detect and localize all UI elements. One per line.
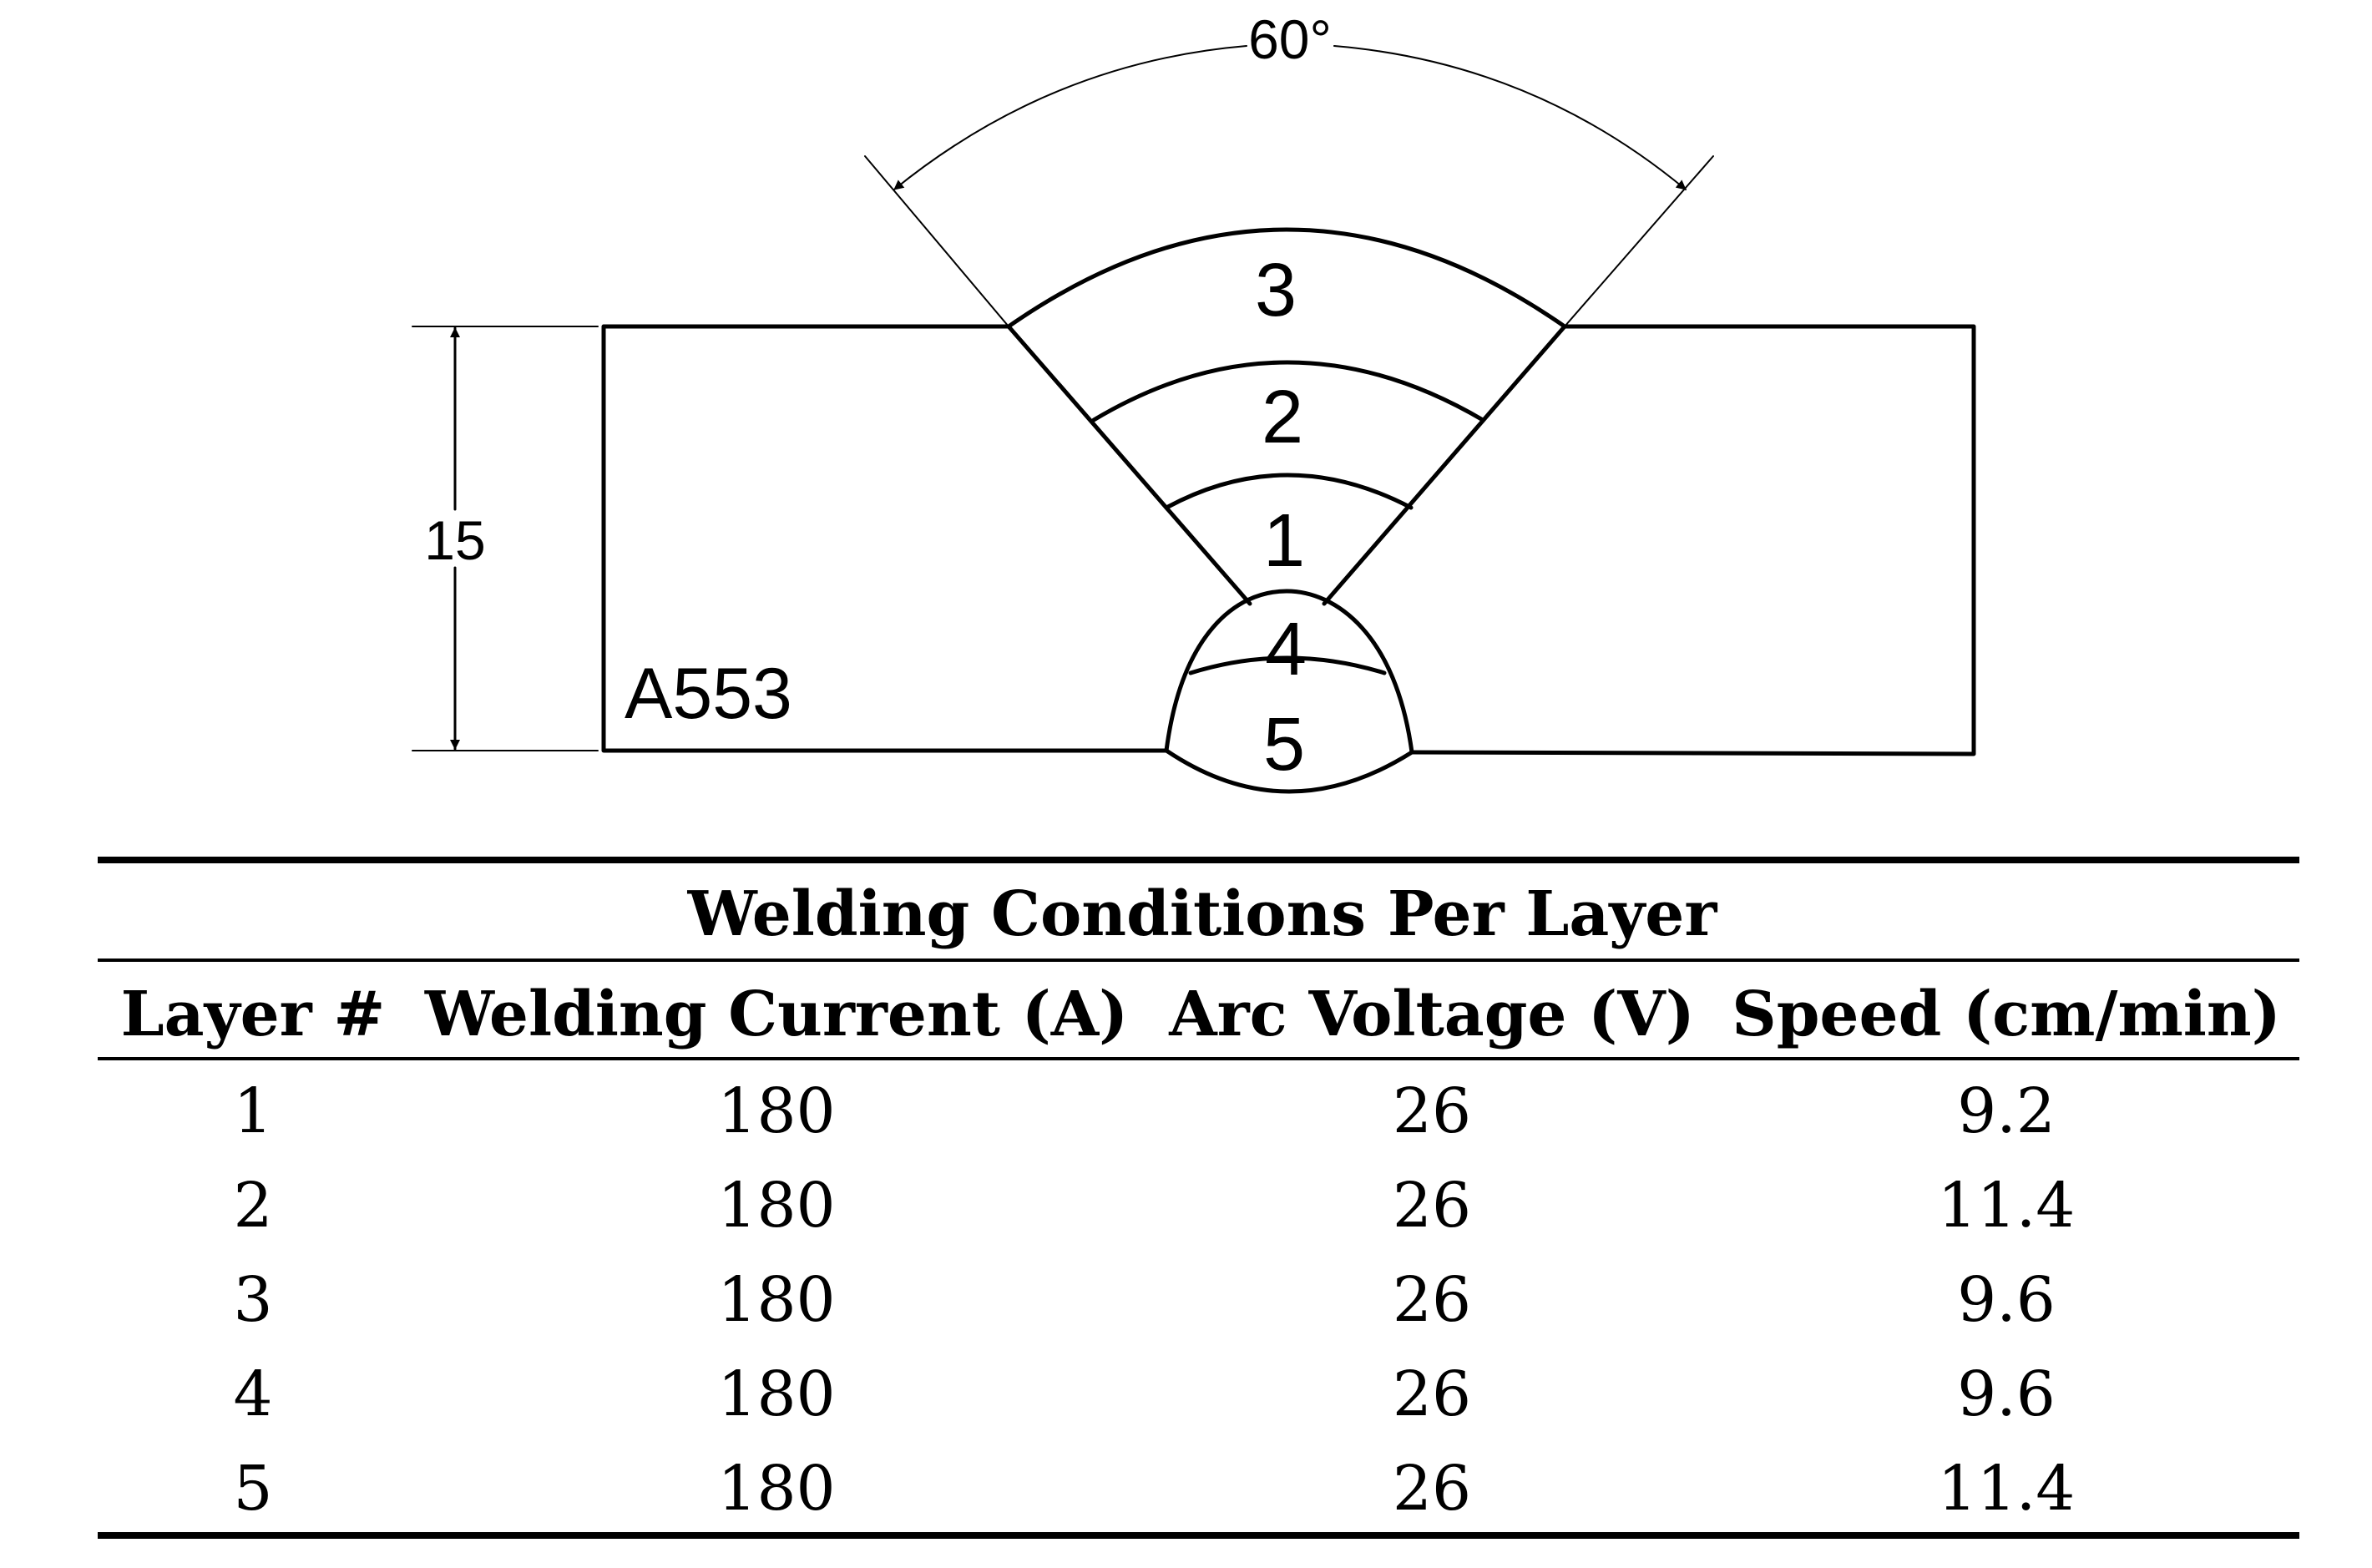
table-cell-layer: 4 <box>233 1358 272 1430</box>
angle-dimension-arc <box>893 45 1247 190</box>
table-cell-voltage: 26 <box>1393 1264 1471 1336</box>
table-cell-speed: 9.6 <box>1957 1358 2056 1430</box>
table-cell-speed: 9.2 <box>1957 1075 2056 1147</box>
weld-joint-diagram <box>412 45 1976 794</box>
pass-label-5: 5 <box>1263 703 1305 787</box>
table-row: 2 180 26 11.4 <box>233 1170 2075 1242</box>
table-cell-layer: 5 <box>233 1453 272 1525</box>
table-cell-layer: 1 <box>233 1075 272 1147</box>
angle-label: 60° <box>1248 8 1332 70</box>
table-cell-voltage: 26 <box>1393 1358 1471 1430</box>
pass-label-4: 4 <box>1265 608 1307 691</box>
table-cell-voltage: 26 <box>1393 1453 1471 1525</box>
groove-wall-right <box>1322 324 1567 606</box>
column-header: Speed (cm/min) <box>1732 979 2280 1050</box>
angle-extension-right <box>1564 155 1714 327</box>
angle-extension-left <box>864 155 1009 327</box>
pass-2-boundary <box>1091 360 1485 422</box>
column-header: Layer # <box>121 979 386 1050</box>
pass-1-boundary <box>1164 473 1414 510</box>
table-title: Welding Conditions Per Layer <box>687 878 1718 950</box>
material-label: A553 <box>625 654 792 734</box>
pass-label-3: 3 <box>1255 249 1297 332</box>
table-cell-speed: 11.4 <box>1938 1453 2076 1525</box>
pass-4-5-boundary <box>1188 655 1387 675</box>
table-cell-current: 180 <box>717 1453 835 1525</box>
table-cell-current: 180 <box>717 1075 835 1147</box>
table-cell-current: 180 <box>717 1170 835 1242</box>
table-header-row: Layer # Welding Current (A) Arc Voltage … <box>121 979 2281 1050</box>
table-cell-speed: 11.4 <box>1938 1170 2076 1242</box>
angle-dimension-arc <box>1333 45 1687 190</box>
pass-label-1: 1 <box>1263 499 1305 583</box>
pass-5-root <box>1164 748 1414 794</box>
pass-4-dome <box>1164 589 1414 755</box>
pass-3-cap <box>1006 227 1567 329</box>
table-cell-current: 180 <box>717 1358 835 1430</box>
table-cell-voltage: 26 <box>1393 1170 1471 1242</box>
table-row: 4 180 26 9.6 <box>233 1358 2055 1430</box>
table-cell-layer: 2 <box>233 1170 272 1242</box>
table-cell-layer: 3 <box>233 1264 272 1336</box>
table-row: 5 180 26 11.4 <box>233 1453 2075 1525</box>
table-cell-speed: 9.6 <box>1957 1264 2056 1336</box>
thickness-label: 15 <box>424 509 485 571</box>
table-row: 1 180 26 9.2 <box>233 1075 2055 1147</box>
column-header: Welding Current (A) <box>424 979 1128 1050</box>
table-cell-current: 180 <box>717 1264 835 1336</box>
column-header: Arc Voltage (V) <box>1168 979 1694 1050</box>
base-plate-outline <box>601 324 1976 756</box>
welding-conditions-table: Welding Conditions Per Layer Layer # Wel… <box>98 857 2299 1539</box>
table-row: 3 180 26 9.6 <box>233 1264 2055 1336</box>
groove-wall-left <box>1006 324 1252 606</box>
table-cell-voltage: 26 <box>1393 1075 1471 1147</box>
pass-label-2: 2 <box>1262 376 1303 459</box>
